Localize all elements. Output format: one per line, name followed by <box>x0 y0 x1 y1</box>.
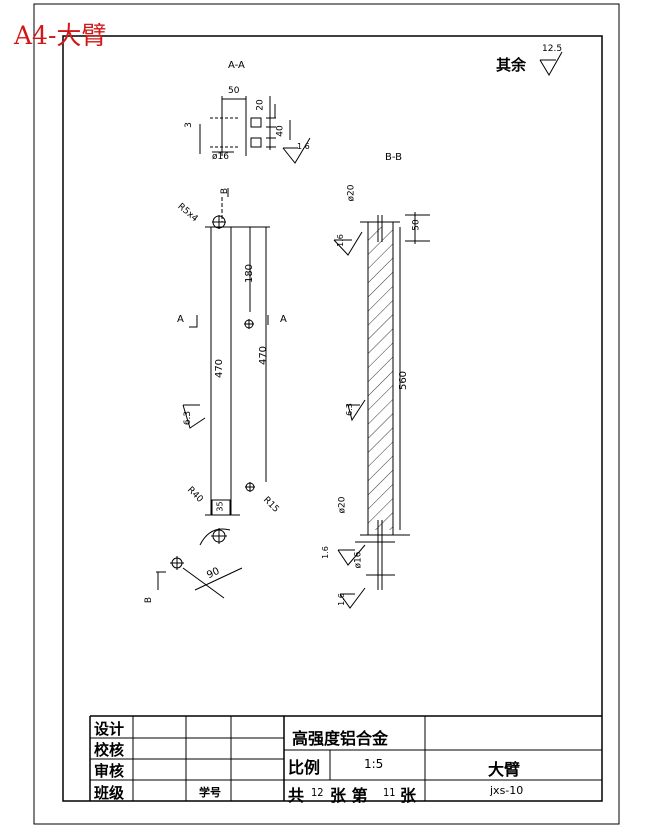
outer-frame <box>33 3 620 825</box>
tb-row-design: 设计 <box>94 720 125 738</box>
section-bb-geometry <box>333 212 430 609</box>
front-a-mark-left: A <box>177 314 184 325</box>
tb-sheet-label: 张 第 <box>330 786 368 805</box>
front-len-180: 180 <box>244 263 256 284</box>
tb-drawing-no: jxs-10 <box>490 784 524 797</box>
roughness-rest-label: 其余 <box>496 56 527 74</box>
corner-title: A4-大臂 <box>14 21 107 50</box>
bb-rough-mid: 6.3 <box>344 403 354 416</box>
bb-rough-b1: 1.6 <box>320 546 330 559</box>
tb-material: 高强度铝合金 <box>292 729 389 748</box>
bb-dia-16: ø16 <box>353 551 364 569</box>
front-b-mark-lower: B <box>144 596 155 604</box>
section-aa-title: A-A <box>228 60 245 71</box>
aa-dim-h2: 40 <box>275 125 286 137</box>
front-w35: 35 <box>215 501 225 512</box>
front-rough: 6.3 <box>183 410 194 426</box>
section-aa-geometry <box>199 96 311 164</box>
aa-dim-dia: ø16 <box>212 152 229 162</box>
aa-rough: 1.6 <box>297 142 310 151</box>
tb-row-review: 审核 <box>94 762 125 780</box>
aa-dim-small: 3 <box>183 122 194 128</box>
roughness-rest-value: 12.5 <box>542 44 563 54</box>
front-b-mark: B <box>220 187 231 195</box>
front-a-mark-right: A <box>280 314 287 325</box>
tb-scale-label: 比例 <box>288 758 321 777</box>
tb-total-prefix: 共 <box>288 786 305 805</box>
tb-row-class: 班级 <box>94 784 125 802</box>
bb-dim-50: 50 <box>411 219 422 231</box>
title-block-grid <box>89 715 602 801</box>
bb-rough-b2: 1.6 <box>336 593 346 606</box>
bb-dia-top: ø20 <box>346 184 357 202</box>
front-len-470-b: 470 <box>258 345 270 366</box>
roughness-rest-symbol <box>539 51 563 76</box>
tb-total-count: 12 <box>311 786 324 799</box>
front-view-geometry <box>156 188 270 599</box>
aa-dim-width: 50 <box>228 86 240 96</box>
bb-rough-top: 1.6 <box>335 234 345 247</box>
tb-student-no-label: 学号 <box>199 786 221 799</box>
section-bb-title: B-B <box>385 152 402 163</box>
bb-dim-560: 560 <box>398 370 410 391</box>
front-len-470-a: 470 <box>214 358 226 379</box>
aa-dim-h1: 20 <box>255 99 266 111</box>
tb-sheet-suffix: 张 <box>400 786 417 805</box>
tb-sheet-no: 11 <box>383 786 396 799</box>
tb-part-name: 大臂 <box>488 760 521 779</box>
tb-scale-value: 1:5 <box>364 757 384 771</box>
tb-row-check: 校核 <box>94 741 125 759</box>
inner-frame <box>62 35 603 802</box>
bb-dia-bottom: ø20 <box>337 496 348 514</box>
